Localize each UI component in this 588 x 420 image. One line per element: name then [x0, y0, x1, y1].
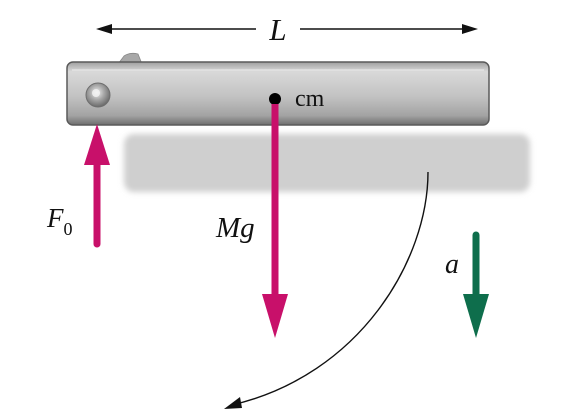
pivot-hole-center [92, 89, 100, 97]
pivot-force-arrow [84, 124, 110, 248]
weight-arrow [262, 104, 288, 338]
pivot-force-arrowhead [84, 124, 110, 165]
length-arrowhead-left [96, 24, 112, 34]
acceleration-arrow [463, 231, 489, 338]
length-arrowhead-right [462, 24, 478, 34]
length-dimension: L [96, 12, 478, 47]
acceleration-label: a [445, 249, 459, 280]
pivot-force-label: F0 [46, 203, 73, 239]
center-of-mass-dot [269, 93, 281, 105]
rod [66, 61, 490, 126]
acceleration-arrowhead [463, 294, 489, 338]
rotation-arc [231, 171, 429, 406]
length-label: L [268, 12, 286, 47]
weight-arrowhead [262, 294, 288, 338]
rod-shadow [124, 134, 530, 192]
rotation-arrowhead [224, 397, 242, 409]
cm-label: cm [295, 86, 325, 112]
weight-label: Mg [215, 212, 255, 244]
